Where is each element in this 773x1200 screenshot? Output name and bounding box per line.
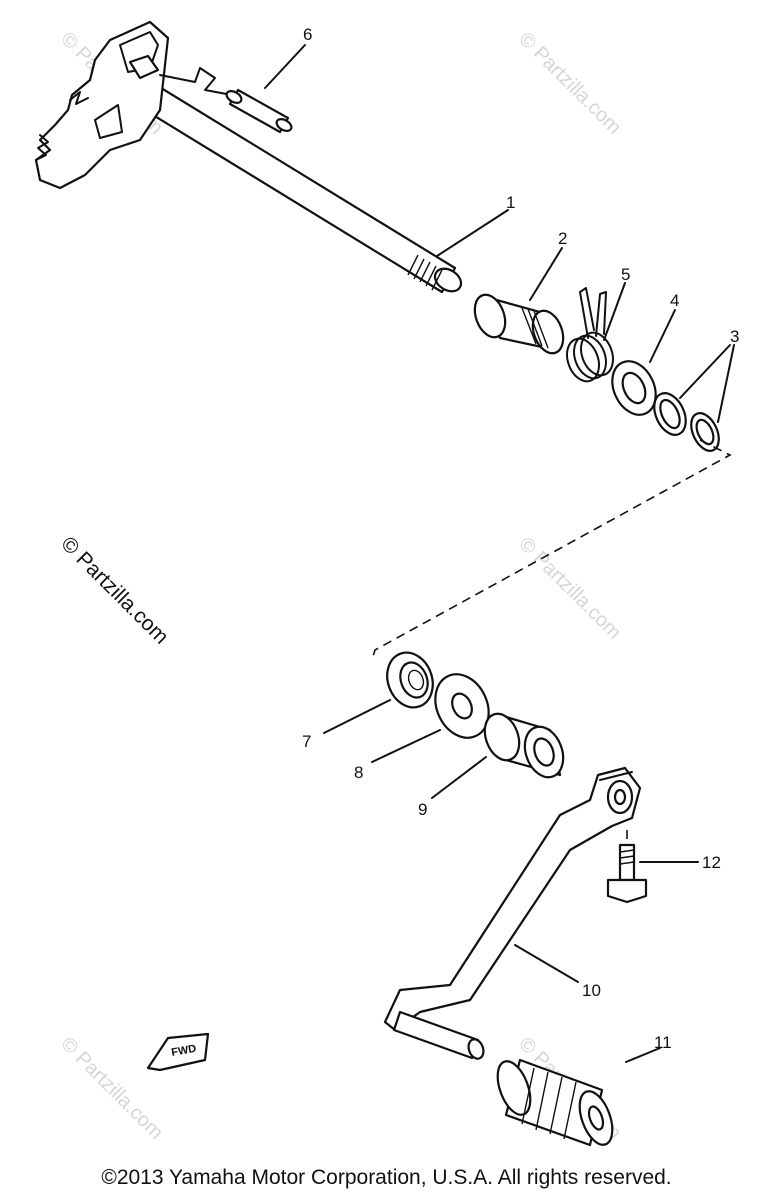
callout-labels: 1 2 3 4 5 6 7 8 9 10 11 12 <box>302 25 739 1052</box>
leader-8 <box>371 729 441 763</box>
leader-7 <box>323 699 391 734</box>
fwd-marker-text: FWD <box>170 1043 197 1059</box>
callout-10: 10 <box>582 981 601 1000</box>
leader-5 <box>603 282 626 341</box>
callout-1: 1 <box>506 193 515 212</box>
callout-9: 9 <box>418 800 427 819</box>
callout-7: 7 <box>302 732 311 751</box>
callout-5: 5 <box>621 265 630 284</box>
watermark-2: © Partzilla.com <box>514 28 625 139</box>
part-9-collar <box>483 712 565 779</box>
copyright-footer: ©2013 Yamaha Motor Corporation, U.S.A. A… <box>101 1166 672 1189</box>
watermark-4: © Partzilla.com <box>56 1033 167 1144</box>
leader-9 <box>431 756 487 799</box>
callout-8: 8 <box>354 763 363 782</box>
part-7-bearing <box>386 651 434 709</box>
watermarks-faint: © Partzilla.com © Partzilla.com © Partzi… <box>56 28 625 1144</box>
assembly-line <box>371 439 732 661</box>
leader-11 <box>625 1047 661 1063</box>
part-12-bolt <box>606 830 648 904</box>
watermark-main: © Partzilla.com <box>56 532 172 648</box>
part-1-shift-shaft <box>34 20 463 294</box>
leader-2 <box>529 247 563 301</box>
callout-4: 4 <box>670 291 679 310</box>
leader-3a <box>679 344 731 399</box>
leader-3b <box>717 344 735 423</box>
callout-3: 3 <box>730 327 739 346</box>
leader-4 <box>649 309 676 363</box>
part-4-washer <box>611 360 657 416</box>
part-6-pin <box>225 88 293 134</box>
leader-6 <box>264 44 306 89</box>
leader-10 <box>514 944 579 983</box>
part-2-collar <box>473 293 565 355</box>
watermark-3: © Partzilla.com <box>514 533 625 644</box>
leader-1 <box>436 209 509 257</box>
callout-leaders <box>264 44 735 1063</box>
part-3-circlips <box>653 392 720 452</box>
part-10-shift-pedal <box>383 766 642 1060</box>
fwd-marker: FWD <box>146 1032 210 1072</box>
part-5-spring <box>566 287 614 383</box>
callout-11: 11 <box>654 1033 672 1052</box>
callout-6: 6 <box>303 25 312 44</box>
callout-2: 2 <box>558 229 567 248</box>
part-11-footpeg-rubber <box>496 1058 614 1147</box>
part-8-washer <box>434 673 490 739</box>
callout-12: 12 <box>702 853 721 872</box>
